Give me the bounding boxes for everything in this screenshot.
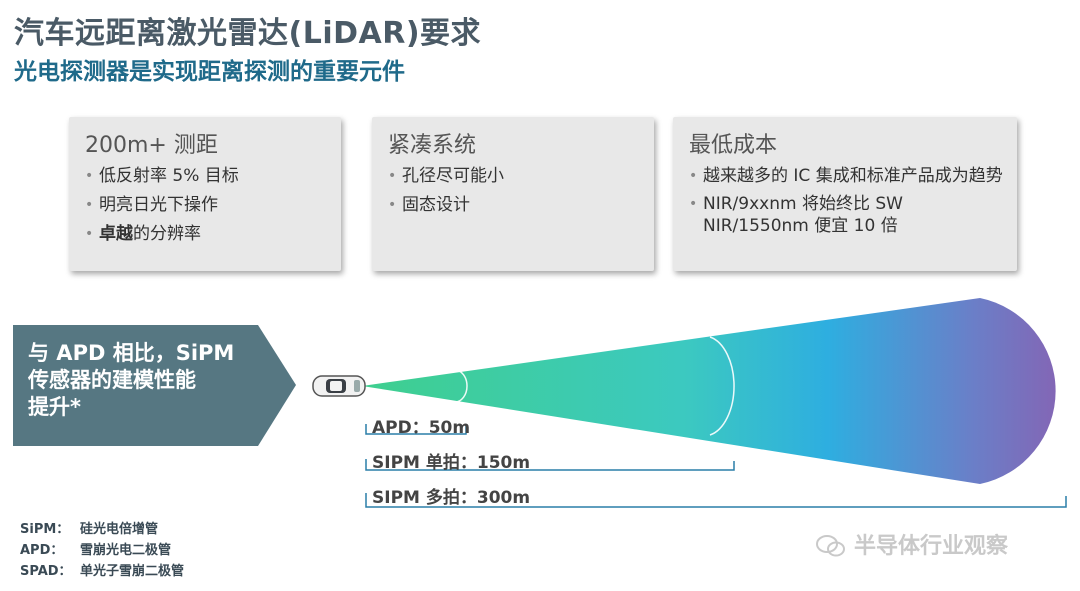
range-line-150m <box>365 459 735 471</box>
list-item: 明亮日光下操作 <box>85 194 327 216</box>
card-list: 孔径尽可能小 固态设计 <box>388 165 640 216</box>
callout-text: 与 APD 相比，SiPM 传感器的建模性能 提升* <box>28 340 273 421</box>
card-list: 越来越多的 IC 集成和标准产品成为趋势 NIR/9xxnm 将始终比 SW N… <box>689 165 1003 237</box>
legend-value: 硅光电倍增管 <box>80 522 159 537</box>
range-arc-150m <box>709 336 735 436</box>
beam-cone <box>362 298 1056 484</box>
card-heading: 紧凑系统 <box>388 133 477 158</box>
card-compact: 紧凑系统 孔径尽可能小 固态设计 <box>372 117 654 271</box>
list-item-text: 的分辨率 <box>133 224 201 244</box>
callout-arrow <box>13 325 296 446</box>
card-cost: 最低成本 越来越多的 IC 集成和标准产品成为趋势 NIR/9xxnm 将始终比… <box>673 117 1017 271</box>
emphasis-text: 卓越 <box>99 224 133 244</box>
card-range: 200m+ 测距 低反射率 5% 目标 明亮日光下操作 卓越的分辨率 <box>69 117 341 271</box>
list-item: NIR/9xxnm 将始终比 SW NIR/1550nm 便宜 10 倍 <box>689 193 993 237</box>
range-line-300m <box>365 493 1067 508</box>
card-heading: 最低成本 <box>689 133 778 158</box>
range-arc-50m <box>454 369 468 403</box>
callout-line: 传感器的建模性能 <box>28 368 196 392</box>
legend-key: APD： <box>20 543 64 558</box>
abbreviation-legend: SiPM： 硅光电倍增管 APD： 雪崩光电二极管 SPAD： 单光子雪崩二极管 <box>20 519 184 582</box>
car-icon <box>312 375 366 397</box>
range-label-sipm-single: SIPM 单拍：150m <box>372 453 531 473</box>
legend-item: SiPM： 硅光电倍增管 <box>20 519 184 540</box>
page-subtitle: 光电探测器是实现距离探测的重要元件 <box>14 59 405 85</box>
legend-key: SPAD： <box>20 564 72 579</box>
list-item: 固态设计 <box>388 194 640 216</box>
page-title: 汽车远距离激光雷达(LiDAR)要求 <box>14 16 482 51</box>
card-heading: 200m+ 测距 <box>85 133 218 158</box>
legend-key: SiPM： <box>20 522 70 537</box>
list-item: 低反射率 5% 目标 <box>85 165 327 187</box>
list-item: 越来越多的 IC 集成和标准产品成为趋势 <box>689 165 1003 187</box>
range-label-sipm-multi: SIPM 多拍：300m <box>372 488 531 508</box>
card-list: 低反射率 5% 目标 明亮日光下操作 卓越的分辨率 <box>85 165 327 245</box>
range-label-apd: APD：50m <box>372 418 471 438</box>
wechat-icon <box>816 535 845 557</box>
range-line-50m <box>365 424 467 435</box>
watermark: 半导体行业观察 <box>816 528 1008 560</box>
legend-item: SPAD： 单光子雪崩二极管 <box>20 561 184 582</box>
list-item: 孔径尽可能小 <box>388 165 640 187</box>
list-item: 卓越的分辨率 <box>85 223 327 245</box>
callout-line: 与 APD 相比，SiPM <box>28 341 235 365</box>
callout-line: 提升* <box>28 395 81 419</box>
legend-item: APD： 雪崩光电二极管 <box>20 540 184 561</box>
legend-value: 雪崩光电二极管 <box>80 543 172 558</box>
watermark-text: 半导体行业观察 <box>854 534 1009 559</box>
legend-value: 单光子雪崩二极管 <box>80 564 185 579</box>
